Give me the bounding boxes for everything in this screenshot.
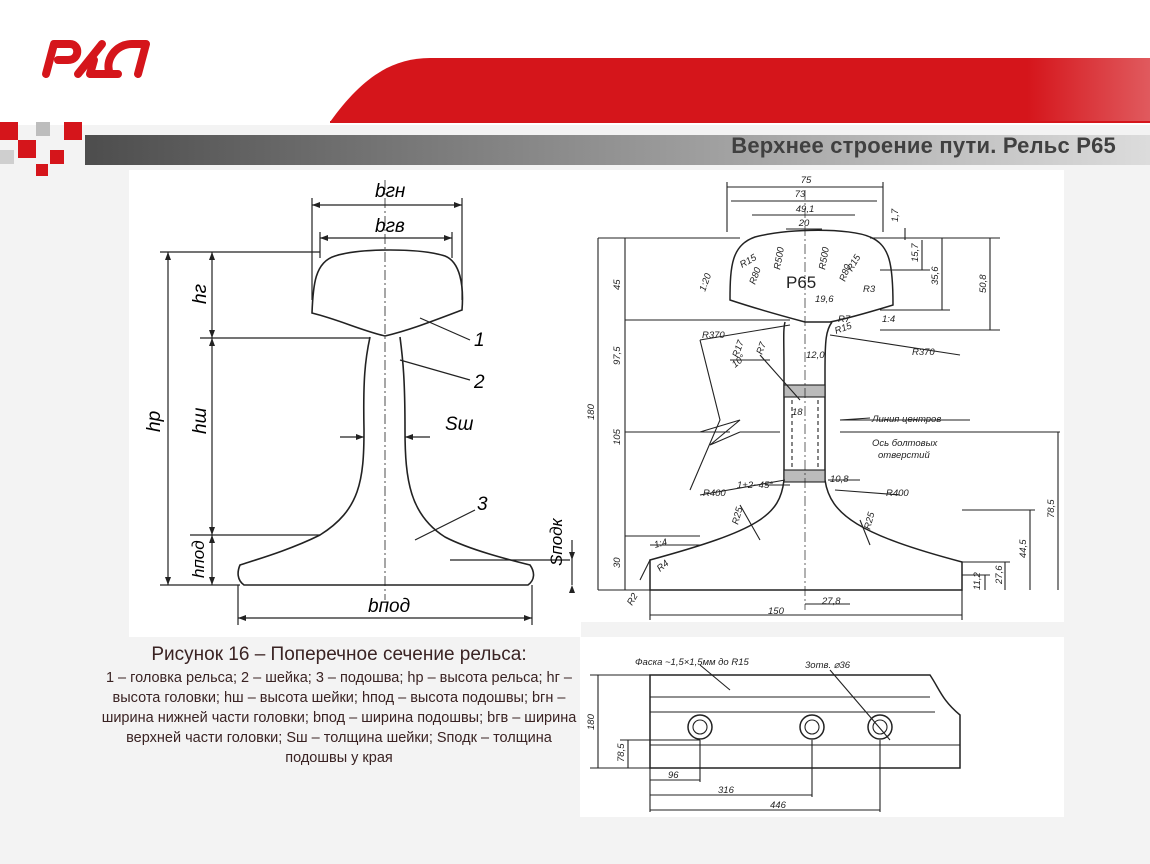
rail-section-diagram: bгн bгв hг hр hш hпод Sш Sподк bпод 1 2 … [129, 170, 581, 637]
dim-r500-b: R500 [817, 246, 832, 271]
rail-side-view-svg: Фаска ~1,5×1,5мм до R15 3отв. ⌀36 180 78… [586, 657, 961, 812]
note-holes: 3отв. ⌀36 [805, 660, 851, 671]
label-h-g: hг [190, 284, 211, 304]
slide-title: Верхнее строение пути. Рельс Р65 [731, 133, 1116, 158]
dim-r4: R4 [655, 558, 671, 574]
title-bar [85, 135, 1150, 165]
rail-name: Р65 [786, 273, 816, 292]
dim-r400-b: R400 [886, 488, 909, 499]
callout-1: 1 [474, 330, 485, 351]
dim-75: 75 [801, 175, 812, 186]
dim-19-6: 19,6 [815, 294, 834, 305]
dim-r370-a: R370 [702, 330, 725, 341]
caption-title: Рисунок 16 – Поперечное сечение рельса: [151, 644, 527, 665]
red-band [330, 58, 1150, 122]
label-b-gv: bгв [375, 216, 405, 237]
label-h-sh: hш [190, 407, 211, 434]
label-b-pod: bпод [368, 596, 410, 617]
dim-r15-c: R15 [833, 320, 854, 337]
dim-180: 180 [586, 403, 597, 420]
dim-30: 30 [612, 557, 623, 568]
line-centers-label: Линия центров [871, 414, 941, 425]
rail-p65-svg: 75 73 49,1 20 1,7 15,7 35,6 50,8 R15 R80… [586, 175, 1060, 620]
rail-p65-drawing: 75 73 49,1 20 1,7 15,7 35,6 50,8 R15 R80… [580, 170, 1064, 622]
label-s-sh: Sш [445, 414, 474, 435]
dim-35-6: 35,6 [930, 266, 941, 285]
dim-97-5: 97,5 [612, 346, 623, 365]
bolt-axis-label-2: отверстий [878, 450, 930, 461]
label-s-pod-k: Sподк [547, 517, 566, 566]
dim-chamfer: 1+2~45° [737, 480, 773, 491]
dim-slope-1-20: 1:20 [697, 271, 714, 293]
dim-r15-b: R15 [845, 252, 864, 273]
dim-1-7: 1,7 [890, 208, 901, 222]
dim-slope-1-4-base: 1:4 [653, 537, 669, 551]
dim-20: 20 [798, 218, 810, 229]
dim-r400-a: R400 [703, 488, 726, 499]
dim-slope-1-4-top: 1:4 [882, 314, 895, 325]
label-b-gn: bгн [375, 181, 406, 202]
dim-105: 105 [612, 428, 623, 445]
dim-44-5: 44,5 [1018, 539, 1029, 558]
dim-r25-b: R25 [862, 510, 877, 530]
dim-r500-a: R500 [772, 246, 787, 271]
dim-r25-a: R25 [730, 505, 745, 525]
rail-side-view: Фаска ~1,5×1,5мм до R15 3отв. ⌀36 180 78… [580, 637, 1064, 817]
rail-web-base [237, 336, 535, 586]
dim-r7-b: R7 [754, 340, 769, 356]
callout-3: 3 [477, 494, 488, 515]
note-chamfer: Фаска ~1,5×1,5мм до R15 [635, 657, 749, 668]
side-dim-316: 316 [718, 785, 735, 796]
dim-r7-a: R7 [838, 314, 851, 325]
side-dim-446: 446 [770, 800, 787, 811]
dim-15-7: 15,7 [910, 243, 921, 262]
side-dim-96: 96 [668, 770, 679, 781]
dim-r2: R2 [625, 591, 641, 608]
dim-27-8: 27,8 [821, 596, 841, 607]
side-dim-180: 180 [586, 713, 597, 730]
dim-73: 73 [795, 189, 806, 200]
dim-49-1: 49,1 [796, 204, 815, 215]
callout-2: 2 [473, 372, 485, 393]
rzd-logo [42, 40, 150, 78]
dim-27-6: 27,6 [994, 565, 1005, 585]
dim-r3: R3 [863, 284, 876, 295]
dim-78-5: 78,5 [1046, 499, 1057, 518]
dim-r370-b: R370 [912, 347, 935, 358]
dim-50-8: 50,8 [978, 274, 989, 293]
header-decoration [0, 58, 1150, 176]
figure-caption: Рисунок 16 – Поперечное сечение рельса: … [94, 642, 584, 768]
rail-section-svg: bгн bгв hг hр hш hпод Sш Sподк bпод 1 2 … [144, 180, 575, 625]
dim-12-0: 12,0 [806, 350, 825, 361]
dim-45: 45 [612, 279, 623, 290]
dim-150: 150 [768, 606, 785, 617]
caption-body: 1 – головка рельса; 2 – шейка; 3 – подош… [101, 670, 577, 766]
label-h-pod: hпод [189, 540, 208, 578]
bolt-axis-label-1: Ось болтовых [872, 438, 939, 449]
dim-11-2: 11,2 [972, 571, 983, 590]
dim-r80-a: R80 [747, 265, 764, 286]
dim-18: 18 [792, 407, 803, 418]
side-dim-78-5: 78,5 [616, 743, 627, 762]
label-h-r: hр [144, 411, 165, 432]
rail-head [311, 249, 464, 337]
dim-10-8: 10,8 [830, 474, 849, 485]
